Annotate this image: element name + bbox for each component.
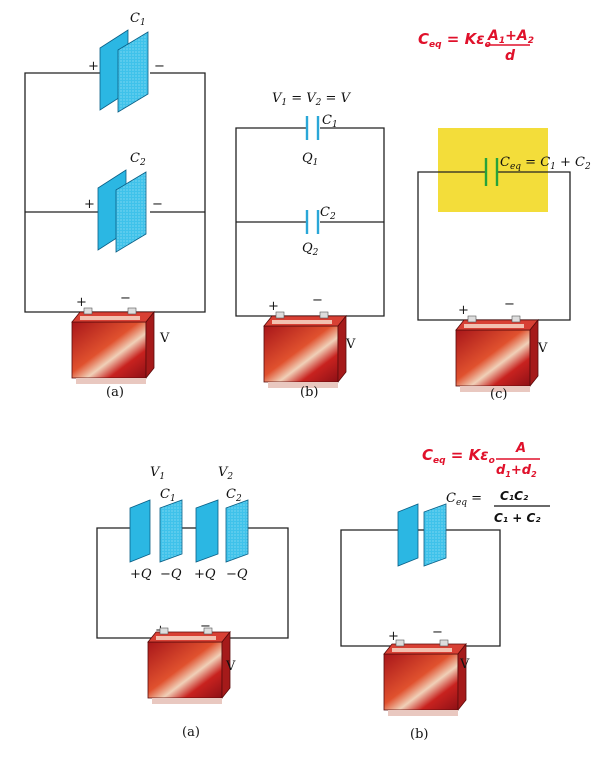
top-b-circuit: V1 = V2 = V C1 Q1 C2 Q2 + − V (b) [235,91,385,400]
series-formula-numerator: A [515,441,526,456]
top-a-circuit: C1 C2 + − + − + − V (a) [24,11,206,400]
top-b-c1-label: C1 [322,113,338,130]
bottom-a-charge-3: +Q [194,567,216,582]
bottom-a-caption: (a) [182,725,200,740]
handwritten-parallel-formula: Ceq = Kεo A1+A2 d [418,28,534,64]
bottom-b-battery-plus: + [388,629,399,644]
top-a-capacitor-1 [99,29,149,113]
top-b-q2-label: Q2 [302,241,319,258]
bottom-a-capacitor-2 [195,499,249,563]
bottom-a-charge-2: −Q [160,567,182,582]
top-a-capacitor-2 [97,169,147,253]
top-b-caption: (b) [300,385,318,400]
bottom-a-battery-minus: − [200,619,211,634]
bottom-a-charge-1: +Q [130,567,152,582]
top-c-battery-minus: − [504,297,515,312]
bottom-a-charge-4: −Q [226,567,248,582]
bottom-b-battery-minus: − [432,625,443,640]
bottom-a-c2-label: C2 [226,487,242,504]
top-a-battery-label: V [159,331,170,346]
bottom-b-capacitor [397,503,447,567]
top-c-caption: (c) [490,387,507,402]
bottom-b-battery [383,639,467,717]
top-c-highlight [438,128,548,212]
handwritten-series-formula: Ceq = Kεo A d1+d2 [422,441,540,479]
bottom-b-fraction-numerator: C₁C₂ [500,489,529,503]
bottom-b-caption: (b) [410,727,428,742]
top-a-c2-label: C2 [130,151,146,168]
top-c-ceq-equation: Ceq = C1 + C2 [500,155,591,172]
top-c-battery [455,315,539,393]
parallel-formula-denominator: d [505,48,516,64]
top-c-circuit: Ceq = C1 + C2 + − V (c) [417,128,591,402]
bottom-b-circuit: Ceq = C₁C₂ C₁ + C₂ + − V (b) [340,489,550,742]
top-c-battery-label: V [537,341,548,356]
parallel-formula-numerator: A1+A2 [487,28,534,46]
top-b-battery-label: V [345,337,356,352]
bottom-a-c1-label: C1 [160,487,176,504]
top-c-battery-plus: + [458,303,469,318]
bottom-a-v2-label: V2 [218,465,233,482]
bottom-a-v1-label: V1 [150,465,165,482]
top-b-battery [263,311,347,389]
bottom-b-battery-label: V [459,657,470,672]
bottom-a-capacitor-1 [129,499,183,563]
series-formula-lhs: Ceq = Kεo [422,446,495,466]
top-a-c1-label: C1 [130,11,146,28]
top-b-q1-label: Q1 [302,151,318,168]
bottom-b-fraction-denominator: C₁ + C₂ [494,511,541,525]
bottom-a-battery [147,627,231,705]
top-a-minus-2: − [152,197,163,212]
top-a-plus-1: + [88,59,99,74]
top-b-equation: V1 = V2 = V [272,91,352,108]
bottom-a-battery-label: V [225,659,236,674]
top-b-c2-label: C2 [320,205,336,222]
top-a-battery-minus: − [120,291,131,306]
bottom-a-circuit: V1 V2 C1 C2 +Q −Q +Q −Q + − V (a) [96,465,289,740]
top-a-plus-2: + [84,197,95,212]
top-a-battery-plus: + [76,295,87,310]
series-formula-denominator: d1+d2 [496,463,537,479]
top-b-battery-minus: − [312,293,323,308]
top-a-minus-1: − [154,59,165,74]
bottom-b-ceq-label: Ceq = [446,491,482,508]
top-a-battery [71,307,155,385]
parallel-formula-lhs: Ceq = Kεo [418,30,491,50]
top-a-caption: (a) [106,385,124,400]
top-b-battery-plus: + [268,299,279,314]
